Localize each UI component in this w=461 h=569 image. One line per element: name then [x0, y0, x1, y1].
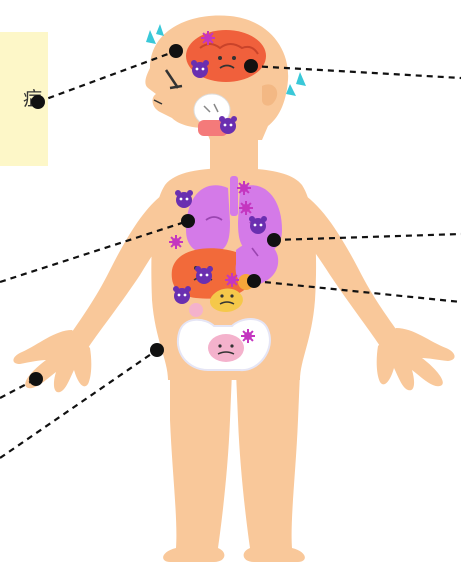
virus-icon — [201, 31, 215, 45]
leader-dot — [247, 274, 261, 288]
pelvis-organ — [178, 319, 270, 370]
leader-dot — [150, 343, 164, 357]
virus-icon — [225, 273, 239, 287]
virus-icon — [241, 329, 255, 343]
leader-dot — [29, 372, 43, 386]
leader-dot — [267, 233, 281, 247]
leader-dot — [169, 44, 183, 58]
virus-icon — [237, 181, 251, 195]
leader-dot — [181, 214, 195, 228]
leader-dot — [31, 95, 45, 109]
leader-dot — [244, 59, 258, 73]
virus-icon — [239, 201, 253, 215]
virus-icon — [169, 235, 183, 249]
